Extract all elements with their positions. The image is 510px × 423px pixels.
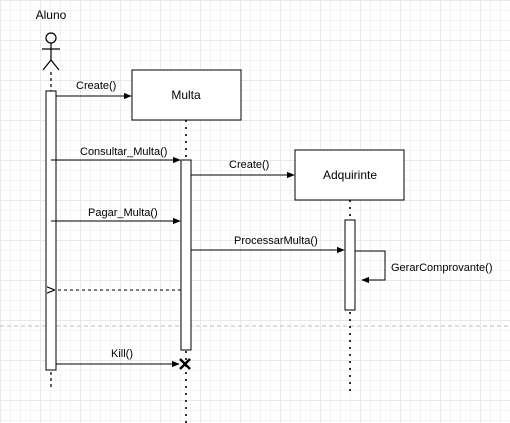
actor-name: Aluno bbox=[36, 8, 67, 22]
message-create-multa[interactable]: Create() bbox=[56, 80, 132, 100]
message-label: Consultar_Multa() bbox=[80, 146, 167, 158]
participant-activation-bar bbox=[180, 159, 192, 351]
message-label: Pagar_Multa() bbox=[88, 207, 158, 219]
participant-box bbox=[131, 69, 242, 121]
stick-figure-icon bbox=[42, 32, 60, 71]
participant-label: Adquirinte bbox=[323, 168, 377, 182]
participant-box bbox=[294, 149, 405, 201]
participant-activation-bar bbox=[344, 219, 356, 311]
message-gerar-comprovante[interactable]: GerarComprovante() bbox=[355, 250, 492, 284]
participant-label: Multa bbox=[171, 88, 201, 102]
message-label: ProcessarMulta() bbox=[234, 235, 318, 247]
actor-aluno[interactable]: Aluno bbox=[36, 8, 67, 390]
message-label: Create() bbox=[76, 80, 116, 92]
participant-adquirinte[interactable]: Adquirinte bbox=[294, 149, 405, 395]
message-label: Create() bbox=[229, 159, 269, 171]
message-kill[interactable]: Kill() bbox=[56, 348, 180, 368]
message-create-adquirinte[interactable]: Create() bbox=[191, 159, 295, 179]
actor-activation-bar bbox=[45, 90, 57, 371]
message-pagar-multa[interactable]: Pagar_Multa() bbox=[51, 207, 181, 225]
participant-multa[interactable]: Multa bbox=[131, 69, 242, 423]
message-label: GerarComprovante() bbox=[391, 262, 492, 274]
destroy-icon bbox=[179, 358, 191, 370]
message-consultar-multa[interactable]: Consultar_Multa() bbox=[51, 146, 181, 164]
message-processar-multa[interactable]: ProcessarMulta() bbox=[191, 235, 345, 254]
message-label: Kill() bbox=[111, 348, 133, 360]
